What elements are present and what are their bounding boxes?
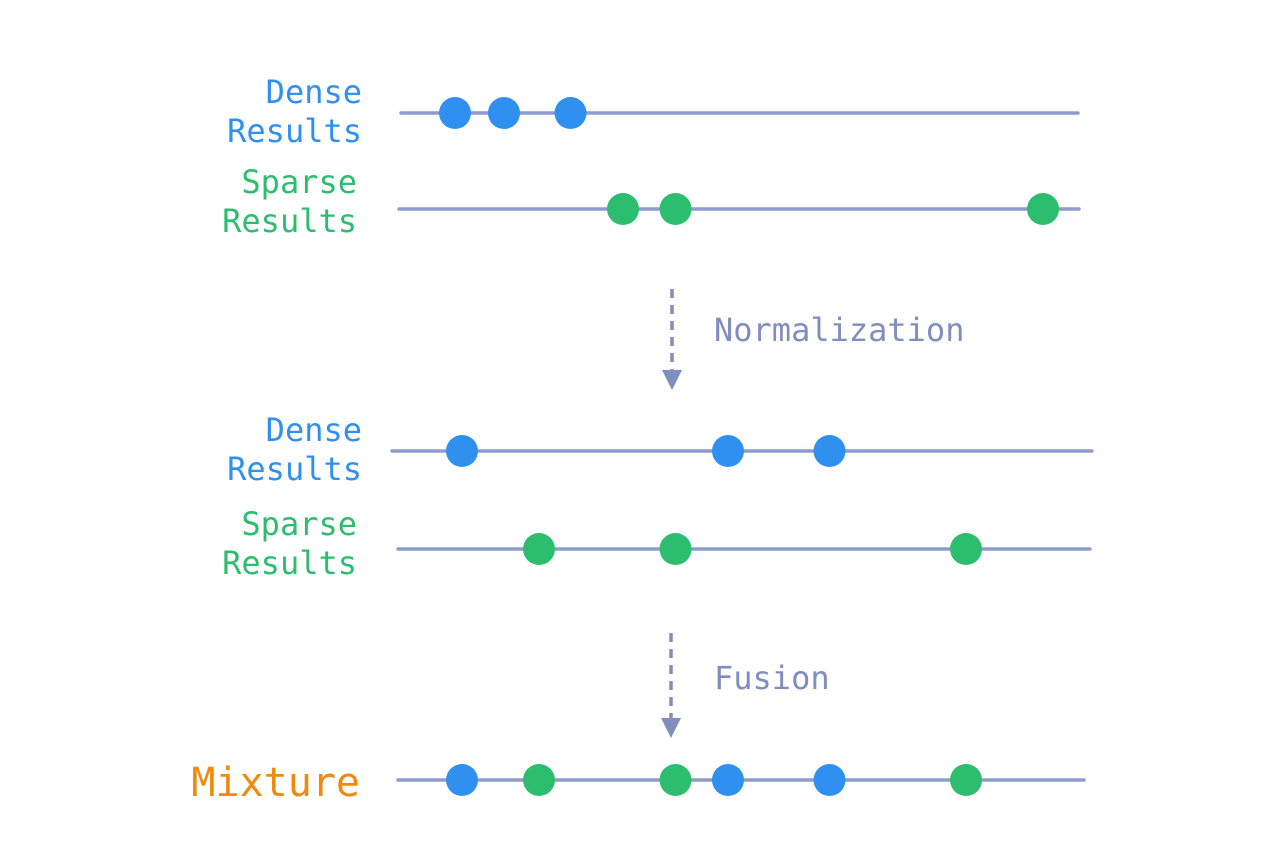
mixture-dense-point-3	[712, 764, 744, 796]
dense-raw-dense-point-0	[439, 97, 471, 129]
labels-layer: Dense Results Sparse Results Normalizati…	[191, 73, 964, 806]
sparse-raw-label-line2: Results	[222, 202, 357, 240]
sparse-raw-label-line1: Sparse	[241, 163, 357, 201]
dense-norm-label-line1: Dense	[266, 411, 362, 449]
dense-norm-label-line2: Results	[227, 450, 362, 488]
mixture-dense-point-4	[813, 764, 846, 796]
dense-raw-label-line1: Dense	[266, 73, 362, 111]
dense-norm-dense-point-0	[446, 435, 478, 467]
step-normalization-arrow-head	[662, 370, 682, 390]
dense-raw-dense-point-1	[488, 97, 520, 129]
mixture-sparse-point-5	[950, 764, 982, 796]
mixture-label: Mixture	[191, 760, 360, 806]
dense-raw-dense-point-2	[554, 97, 587, 129]
mixture-sparse-point-1	[523, 764, 555, 796]
dense-raw-label-line2: Results	[227, 112, 362, 150]
sparse-norm-label-line1: Sparse	[241, 505, 357, 543]
sparse-norm-sparse-point-0	[523, 533, 555, 565]
sparse-norm-sparse-point-2	[950, 533, 982, 565]
marks-layer	[390, 97, 1094, 796]
dense-norm-dense-point-2	[813, 435, 846, 467]
sparse-norm-label-line2: Results	[222, 544, 357, 582]
mixture-dense-point-0	[446, 764, 478, 796]
sparse-raw-sparse-point-2	[1027, 193, 1059, 225]
sparse-raw-sparse-point-0	[607, 193, 639, 225]
sparse-raw-sparse-point-1	[659, 193, 692, 225]
fusion-label: Fusion	[714, 659, 830, 697]
normalization-label: Normalization	[714, 311, 964, 349]
dense-norm-dense-point-1	[712, 435, 744, 467]
mixture-sparse-point-2	[659, 764, 692, 796]
sparse-norm-sparse-point-1	[659, 533, 692, 565]
step-fusion-arrow-head	[661, 718, 681, 738]
